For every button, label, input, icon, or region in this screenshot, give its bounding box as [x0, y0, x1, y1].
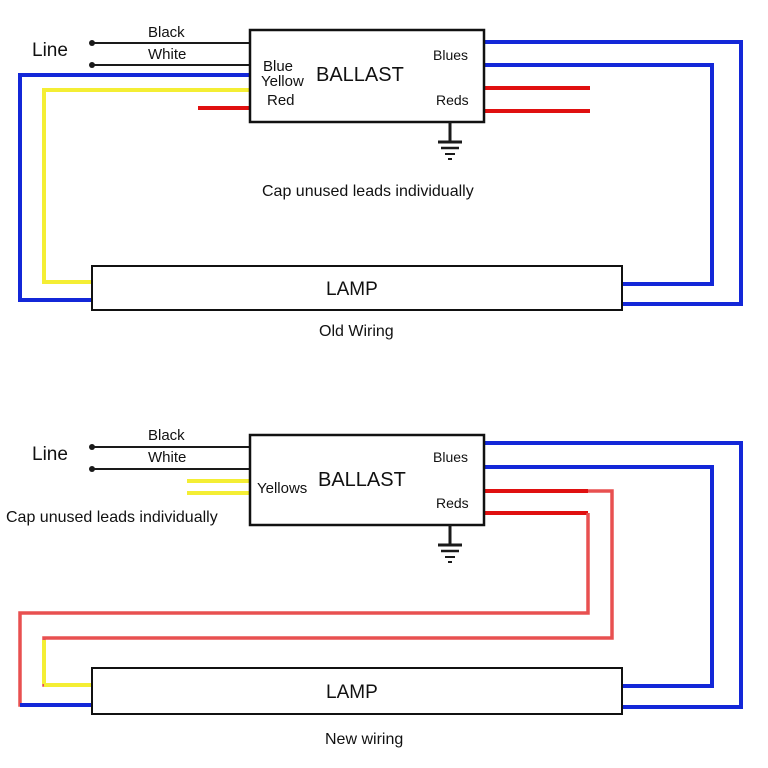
new-ballast-box	[248, 433, 486, 527]
new-blue-wire-right-inner	[484, 465, 714, 688]
new-ground-symbol-icon	[438, 525, 462, 563]
old-yellow-label: Yellow	[261, 73, 304, 90]
new-cap-note: Cap unused leads individually	[6, 509, 218, 526]
old-cap-note: Cap unused leads individually	[262, 183, 474, 200]
new-lamp-label: LAMP	[326, 682, 378, 703]
old-ballast-box	[248, 28, 486, 124]
old-white-label: White	[148, 46, 186, 63]
old-blues-label: Blues	[433, 47, 468, 63]
old-wiring-diagram: BALLAST Blue Yellow Red Blues Reds Line …	[18, 24, 743, 340]
old-lamp-tube	[91, 265, 623, 311]
old-lamp-label: LAMP	[326, 279, 378, 300]
new-blue-wire-right-outer	[484, 441, 743, 709]
new-lamp-tube	[91, 667, 623, 715]
old-ballast-label: BALLAST	[316, 64, 404, 86]
new-black-label: Black	[148, 427, 185, 444]
old-yellow-wire	[42, 88, 250, 284]
old-blue-label: Blue	[263, 58, 293, 75]
old-line-label: Line	[32, 40, 68, 61]
new-white-label: White	[148, 449, 186, 466]
old-black-label: Black	[148, 24, 185, 41]
old-blue-wire-left	[18, 73, 250, 302]
old-ground-symbol-icon	[438, 122, 462, 160]
old-caption: Old Wiring	[319, 323, 394, 340]
new-caption: New wiring	[325, 731, 403, 748]
new-line-label: Line	[32, 444, 68, 465]
old-blue-wire-right-outer	[484, 40, 743, 306]
old-red-label: Red	[267, 92, 295, 109]
old-terminal-dot-icon	[89, 62, 95, 68]
old-blue-wire-right-inner	[484, 63, 714, 286]
new-wiring-diagram: BALLAST Yellows Blues Reds Line Black Wh…	[6, 427, 743, 748]
new-terminal-dot-icon	[89, 444, 95, 450]
new-blues-label: Blues	[433, 449, 468, 465]
new-yellows-label: Yellows	[257, 480, 307, 497]
old-terminal-dot-icon	[89, 40, 95, 46]
new-terminal-dot-icon	[89, 466, 95, 472]
old-reds-label: Reds	[436, 92, 469, 108]
new-ballast-label: BALLAST	[318, 469, 406, 491]
new-reds-label: Reds	[436, 495, 469, 511]
